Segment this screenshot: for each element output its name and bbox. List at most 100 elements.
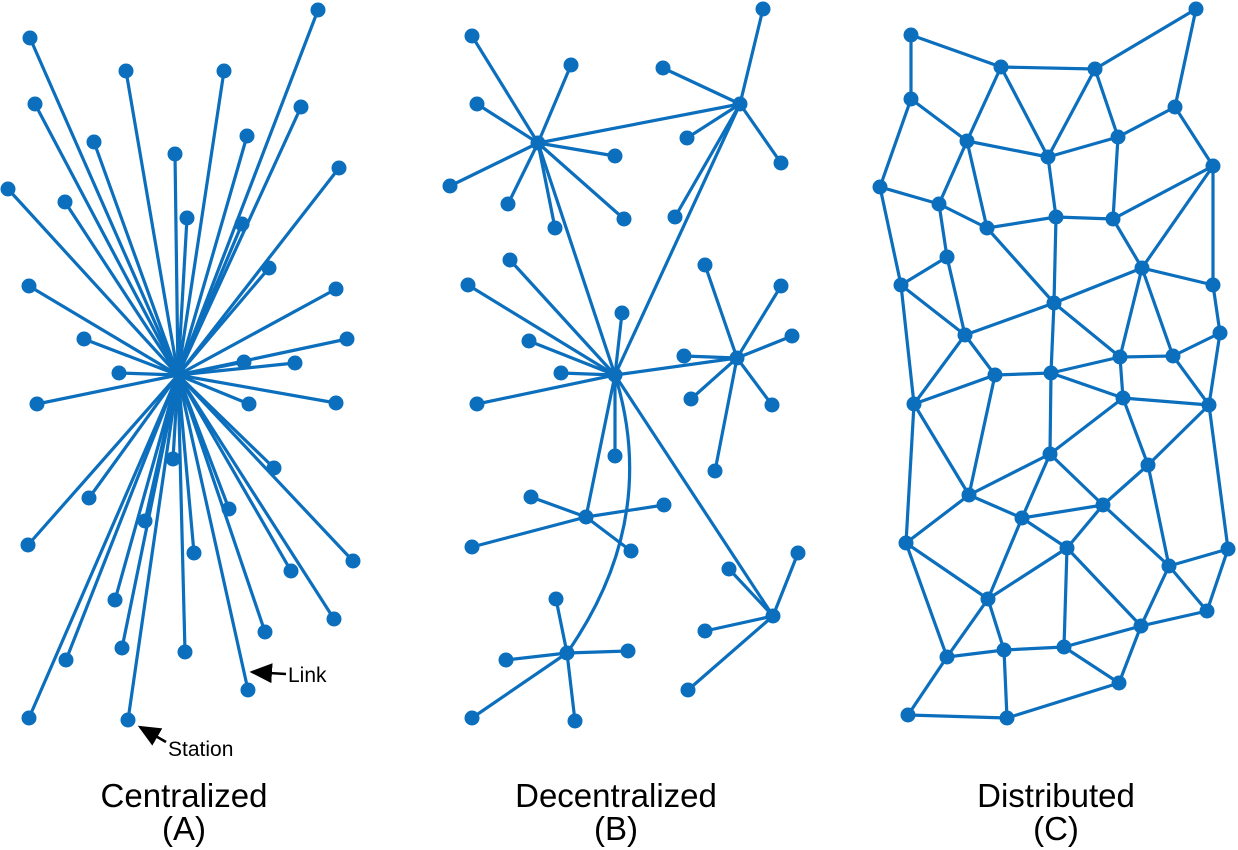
link [26,373,180,547]
station-node [111,365,127,381]
link [471,651,568,720]
link [1063,645,1120,685]
link [537,141,616,158]
station-node [328,395,344,411]
link [176,223,244,376]
link [176,135,249,376]
link [913,373,996,406]
station-node [266,460,282,476]
station-node [1059,540,1075,556]
link [912,403,971,496]
link [906,656,949,716]
link [738,8,765,105]
station-node [1205,158,1221,174]
station-node [221,501,237,517]
link [703,264,739,359]
station-node [498,652,514,668]
link [177,373,337,405]
link [554,598,569,654]
station-node [1165,348,1181,364]
link [1173,106,1215,167]
link [27,374,180,719]
link [1065,503,1105,550]
link [565,374,632,654]
station-node [1095,497,1111,513]
link [1046,68,1097,158]
station-node [186,545,202,561]
station-node [755,1,771,17]
link [471,515,587,549]
link [1052,216,1058,304]
link [1006,681,1120,720]
station-node [707,463,723,479]
link [63,201,180,376]
station-node [656,497,672,513]
link [536,142,617,376]
link [1021,516,1068,550]
link [713,357,739,472]
station-node [326,611,342,627]
station-node [980,591,996,607]
link [467,283,616,377]
station-node [765,608,781,624]
station-node [697,257,713,273]
station-node [114,640,130,656]
link [735,285,783,359]
link [176,217,189,376]
link [614,356,738,377]
link [176,373,355,563]
station-node [469,396,485,412]
station-node [1043,365,1059,381]
station-node [57,194,73,210]
station-node [167,146,183,162]
link [904,403,916,544]
link [1052,301,1122,359]
link [985,226,1056,305]
link [899,284,916,405]
link [1173,8,1198,108]
station-node [27,96,43,112]
link [966,139,1049,159]
link [1101,503,1171,568]
station-node [697,623,713,639]
link [118,371,179,377]
link [1111,136,1120,220]
link [1003,645,1065,652]
station-node [729,350,745,366]
link [1048,372,1053,455]
station-node [328,281,344,297]
station-node [216,63,232,79]
link [1002,649,1009,719]
station-node [21,710,37,726]
station-node [667,209,683,225]
link [986,598,1006,651]
link [904,542,949,658]
station-node [530,135,546,151]
link [1118,267,1144,358]
station-node [464,28,480,44]
link [1119,354,1174,359]
station-node [939,249,955,265]
link [1000,65,1096,71]
link [1063,624,1142,649]
link [1146,403,1211,467]
station-arrow [137,725,167,746]
station-node [563,57,579,73]
link [176,374,187,653]
station-node [903,91,919,107]
station-node [1110,129,1126,145]
station-node [893,277,909,293]
link [176,167,341,376]
station-node [680,682,696,698]
link [964,301,1055,337]
link [1139,565,1171,627]
station-node [21,278,37,294]
distributed-title: Distributed [977,777,1135,814]
station-node [240,682,256,698]
link [1211,284,1222,334]
link [1046,156,1058,218]
station-node [961,487,977,503]
link [937,140,969,205]
link [1047,135,1119,159]
